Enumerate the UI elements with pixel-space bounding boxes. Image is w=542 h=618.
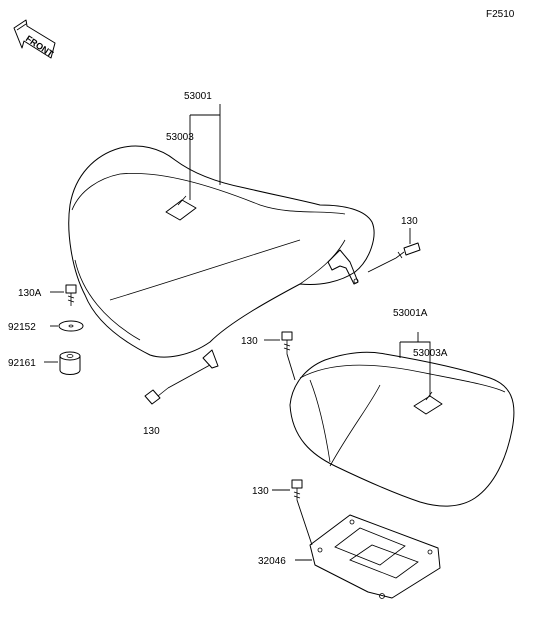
label-130-rear-low: 130 xyxy=(252,486,269,497)
figure-code: F2510 xyxy=(486,9,515,20)
label-53003: 53003 xyxy=(166,132,194,143)
label-53001a: 53001A xyxy=(393,308,428,319)
damper-92161 xyxy=(59,351,81,375)
label-53003a: 53003A xyxy=(413,348,448,359)
bracket-plate xyxy=(309,514,441,599)
rear-seat xyxy=(289,351,515,507)
leader-lines xyxy=(44,104,431,561)
front-seat xyxy=(68,145,375,369)
label-92152: 92152 xyxy=(8,322,36,333)
label-92161: 92161 xyxy=(8,358,36,369)
label-130-rear-top: 130 xyxy=(241,336,258,347)
front-label: FRONT xyxy=(24,33,56,59)
label-130-front-low: 130 xyxy=(143,426,160,437)
label-130-right: 130 xyxy=(401,216,418,227)
bolt-front-low xyxy=(144,387,169,405)
label-53001: 53001 xyxy=(184,91,212,102)
bolt-right xyxy=(395,242,421,259)
bolt-rear-low xyxy=(291,479,303,500)
label-130a: 130A xyxy=(18,288,42,299)
bolt-130a xyxy=(65,284,77,306)
front-arrow-icon: FRONT xyxy=(13,19,56,59)
label-32046: 32046 xyxy=(258,556,286,567)
bolt-rear-top xyxy=(281,331,293,354)
washer-92152 xyxy=(58,320,84,332)
